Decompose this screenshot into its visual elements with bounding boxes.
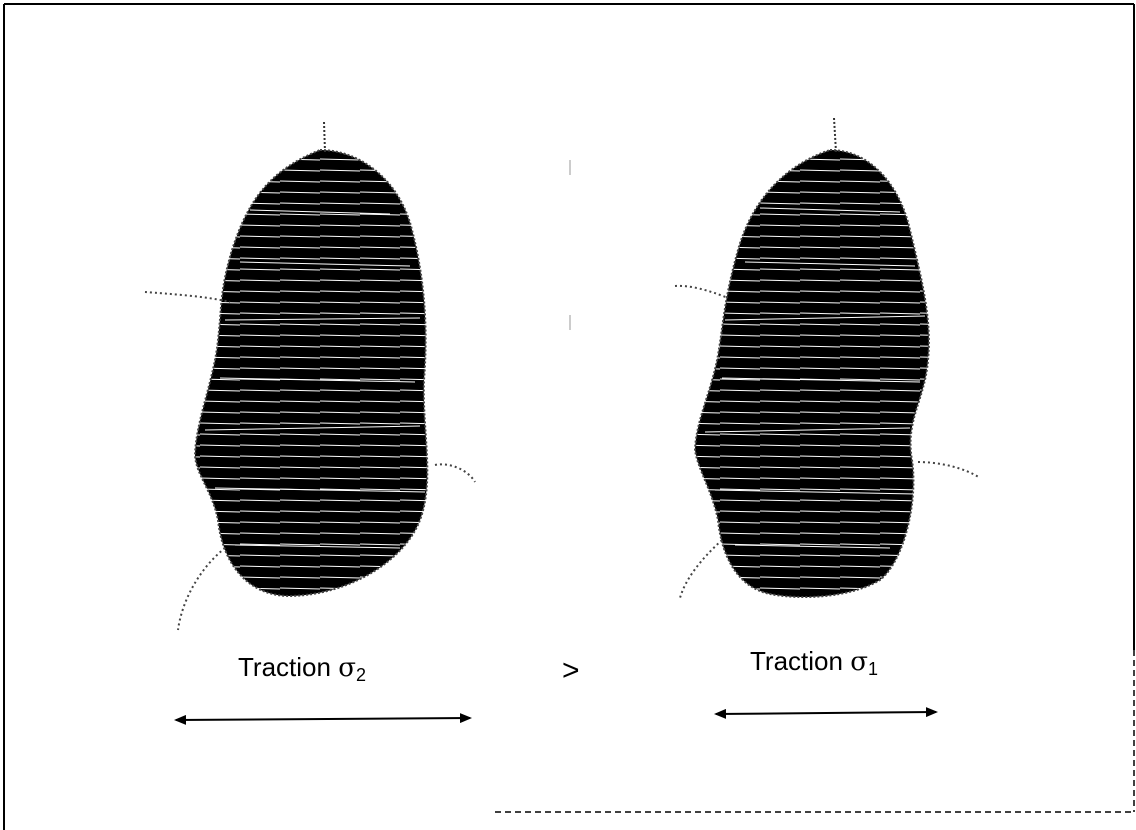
left-label-text: Traction xyxy=(238,652,338,682)
left-traction-arrow xyxy=(176,718,470,720)
figure-frame xyxy=(4,4,1134,830)
right-label-text: Traction xyxy=(750,646,850,676)
right-tail-right xyxy=(918,462,980,478)
left-top-stub xyxy=(324,122,325,152)
left-sigma-subscript: 2 xyxy=(356,665,366,685)
right-blob-shape xyxy=(695,150,929,597)
left-sigma-symbol: σ xyxy=(338,653,356,683)
left-traction-label: Traction σ2 xyxy=(238,652,366,686)
right-traction-arrow xyxy=(716,712,936,714)
left-blob-shape xyxy=(195,150,427,596)
right-particle xyxy=(675,118,980,598)
right-tail-upper-left xyxy=(675,286,728,298)
left-tail-right xyxy=(435,464,475,482)
right-sigma-symbol: σ xyxy=(850,647,868,677)
left-tail-lower-left xyxy=(178,548,225,630)
right-tail-lower-left xyxy=(680,540,722,598)
right-sigma-subscript: 1 xyxy=(868,659,878,679)
right-traction-label: Traction σ1 xyxy=(750,646,878,680)
right-top-stub xyxy=(834,118,836,152)
left-tail-upper-left xyxy=(145,292,230,302)
left-particle xyxy=(145,122,475,630)
greater-than-symbol: > xyxy=(562,654,580,688)
